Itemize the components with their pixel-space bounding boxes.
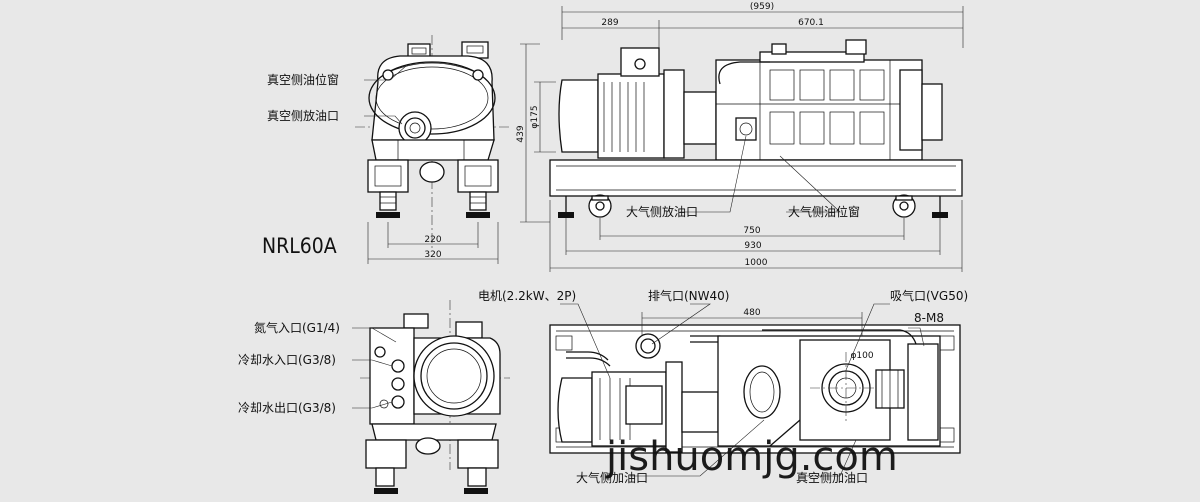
label-atm-oil-fill: 大气侧加油口	[576, 470, 648, 485]
label-cooling-in: 冷却水入口(G3/8)	[238, 353, 336, 367]
model-name: NRL60A	[262, 234, 337, 258]
dim-480: 480	[743, 308, 760, 318]
dim-959: (959)	[750, 2, 774, 12]
dim-289: 289	[601, 18, 618, 28]
label-atm-oil-drain: 大气侧放油口	[626, 204, 698, 219]
side-view	[520, 6, 964, 272]
dim-439: 439	[516, 125, 526, 142]
label-vac-oil-window: 真空侧油位窗	[267, 72, 339, 87]
label-bolts: 8-M8	[914, 311, 944, 325]
label-nitrogen-inlet: 氮气入口(G1/4)	[254, 320, 340, 335]
front-view	[355, 35, 510, 264]
watermark: jishuomjg.com	[605, 434, 898, 480]
dim-inlet-dia: φ100	[850, 351, 873, 361]
rear-view	[352, 300, 510, 494]
label-cooling-out: 冷却水出口(G3/8)	[238, 401, 336, 415]
label-vac-oil-drain: 真空侧放油口	[267, 108, 339, 123]
label-vac-oil-fill: 真空侧加油口	[796, 471, 868, 485]
label-intake: 吸气口(VG50)	[890, 288, 968, 303]
plan-view	[549, 303, 961, 477]
dim-motor-dia: φ175	[530, 105, 540, 128]
dim-750: 750	[743, 226, 760, 236]
dim-670-1: 670.1	[798, 18, 824, 28]
dim-220: 220	[424, 235, 441, 245]
label-exhaust: 排气口(NW40)	[648, 288, 729, 303]
label-atm-oil-window: 大气侧油位窗	[788, 204, 860, 219]
dim-320: 320	[424, 250, 441, 260]
label-motor: 电机(2.2kW、2P)	[478, 289, 576, 303]
dim-930: 930	[744, 241, 761, 251]
dim-1000: 1000	[745, 258, 768, 268]
